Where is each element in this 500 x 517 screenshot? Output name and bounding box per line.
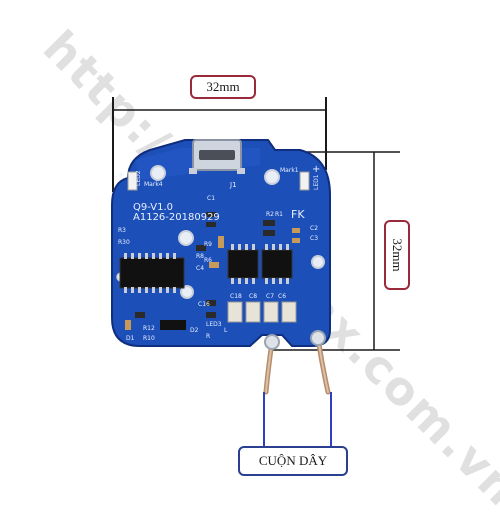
mounting-hole-left (150, 165, 166, 181)
silk-plus-right: + (312, 164, 320, 175)
silk-d2: D2 (190, 327, 199, 334)
silk-mark-right: Mark1 (280, 167, 299, 174)
ic-right-b (261, 249, 293, 279)
silk-l: L (224, 327, 228, 334)
silk-c18: C18 (230, 293, 242, 300)
silk-c7: C7 (266, 293, 274, 300)
silk-mark-left: Mark4 (144, 181, 163, 188)
coil-label-text: CUỘN DÂY (258, 453, 328, 468)
silk-led3: LED3 (206, 321, 222, 328)
coil-label: CUỘN DÂY (238, 446, 348, 476)
silk-c1: C1 (207, 195, 215, 202)
led-right (299, 171, 310, 191)
silk-r12: R12 (143, 325, 155, 332)
silk-d1: D1 (126, 335, 135, 342)
silk-c3: C3 (310, 235, 318, 242)
silk-c2: C2 (310, 225, 318, 232)
silk-r10: R10 (143, 335, 155, 342)
silk-r9: R9 (204, 241, 212, 248)
mounting-hole-center (178, 230, 194, 246)
silk-r6: R6 (204, 257, 212, 264)
smd-components (125, 212, 300, 330)
silk-brand: FK (291, 208, 305, 221)
silk-c16: C16 (198, 301, 210, 308)
silk-j1: J1 (229, 181, 237, 189)
silk-r3: R3 (118, 227, 126, 234)
silk-c4: C4 (196, 265, 204, 272)
silk-led-left: LED2 (135, 170, 142, 186)
silk-r2: R2 (266, 211, 274, 218)
product-photo: http://linhkienx.com.vn (33, 20, 500, 517)
pcb-illustration: Q9-V1.0 A1126-20180929 FK + + LED2 LED1 … (111, 97, 400, 446)
silk-c8: C8 (249, 293, 257, 300)
silk-led-right: LED1 (313, 174, 320, 190)
mounting-hole-right2 (311, 255, 325, 269)
silk-r: R (206, 333, 210, 340)
ic-right-a (227, 249, 259, 279)
silk-plus-left: + (117, 170, 125, 181)
mounting-hole-right (264, 169, 280, 185)
led-left (127, 171, 138, 191)
silk-r1: R1 (275, 211, 283, 218)
silk-c6: C6 (278, 293, 286, 300)
height-label: 32mm (384, 220, 410, 290)
silk-r8: R8 (196, 253, 204, 260)
silk-r30: R30 (118, 239, 130, 246)
silk-version: Q9-V1.0 (133, 202, 173, 213)
width-label-text: 32mm (206, 79, 240, 94)
height-label-text: 32mm (390, 238, 405, 272)
width-label: 32mm (190, 75, 256, 99)
silk-date-code: A1126-20180929 (133, 212, 220, 223)
mounting-hole-bottom (180, 285, 194, 299)
ic-left (119, 257, 185, 289)
